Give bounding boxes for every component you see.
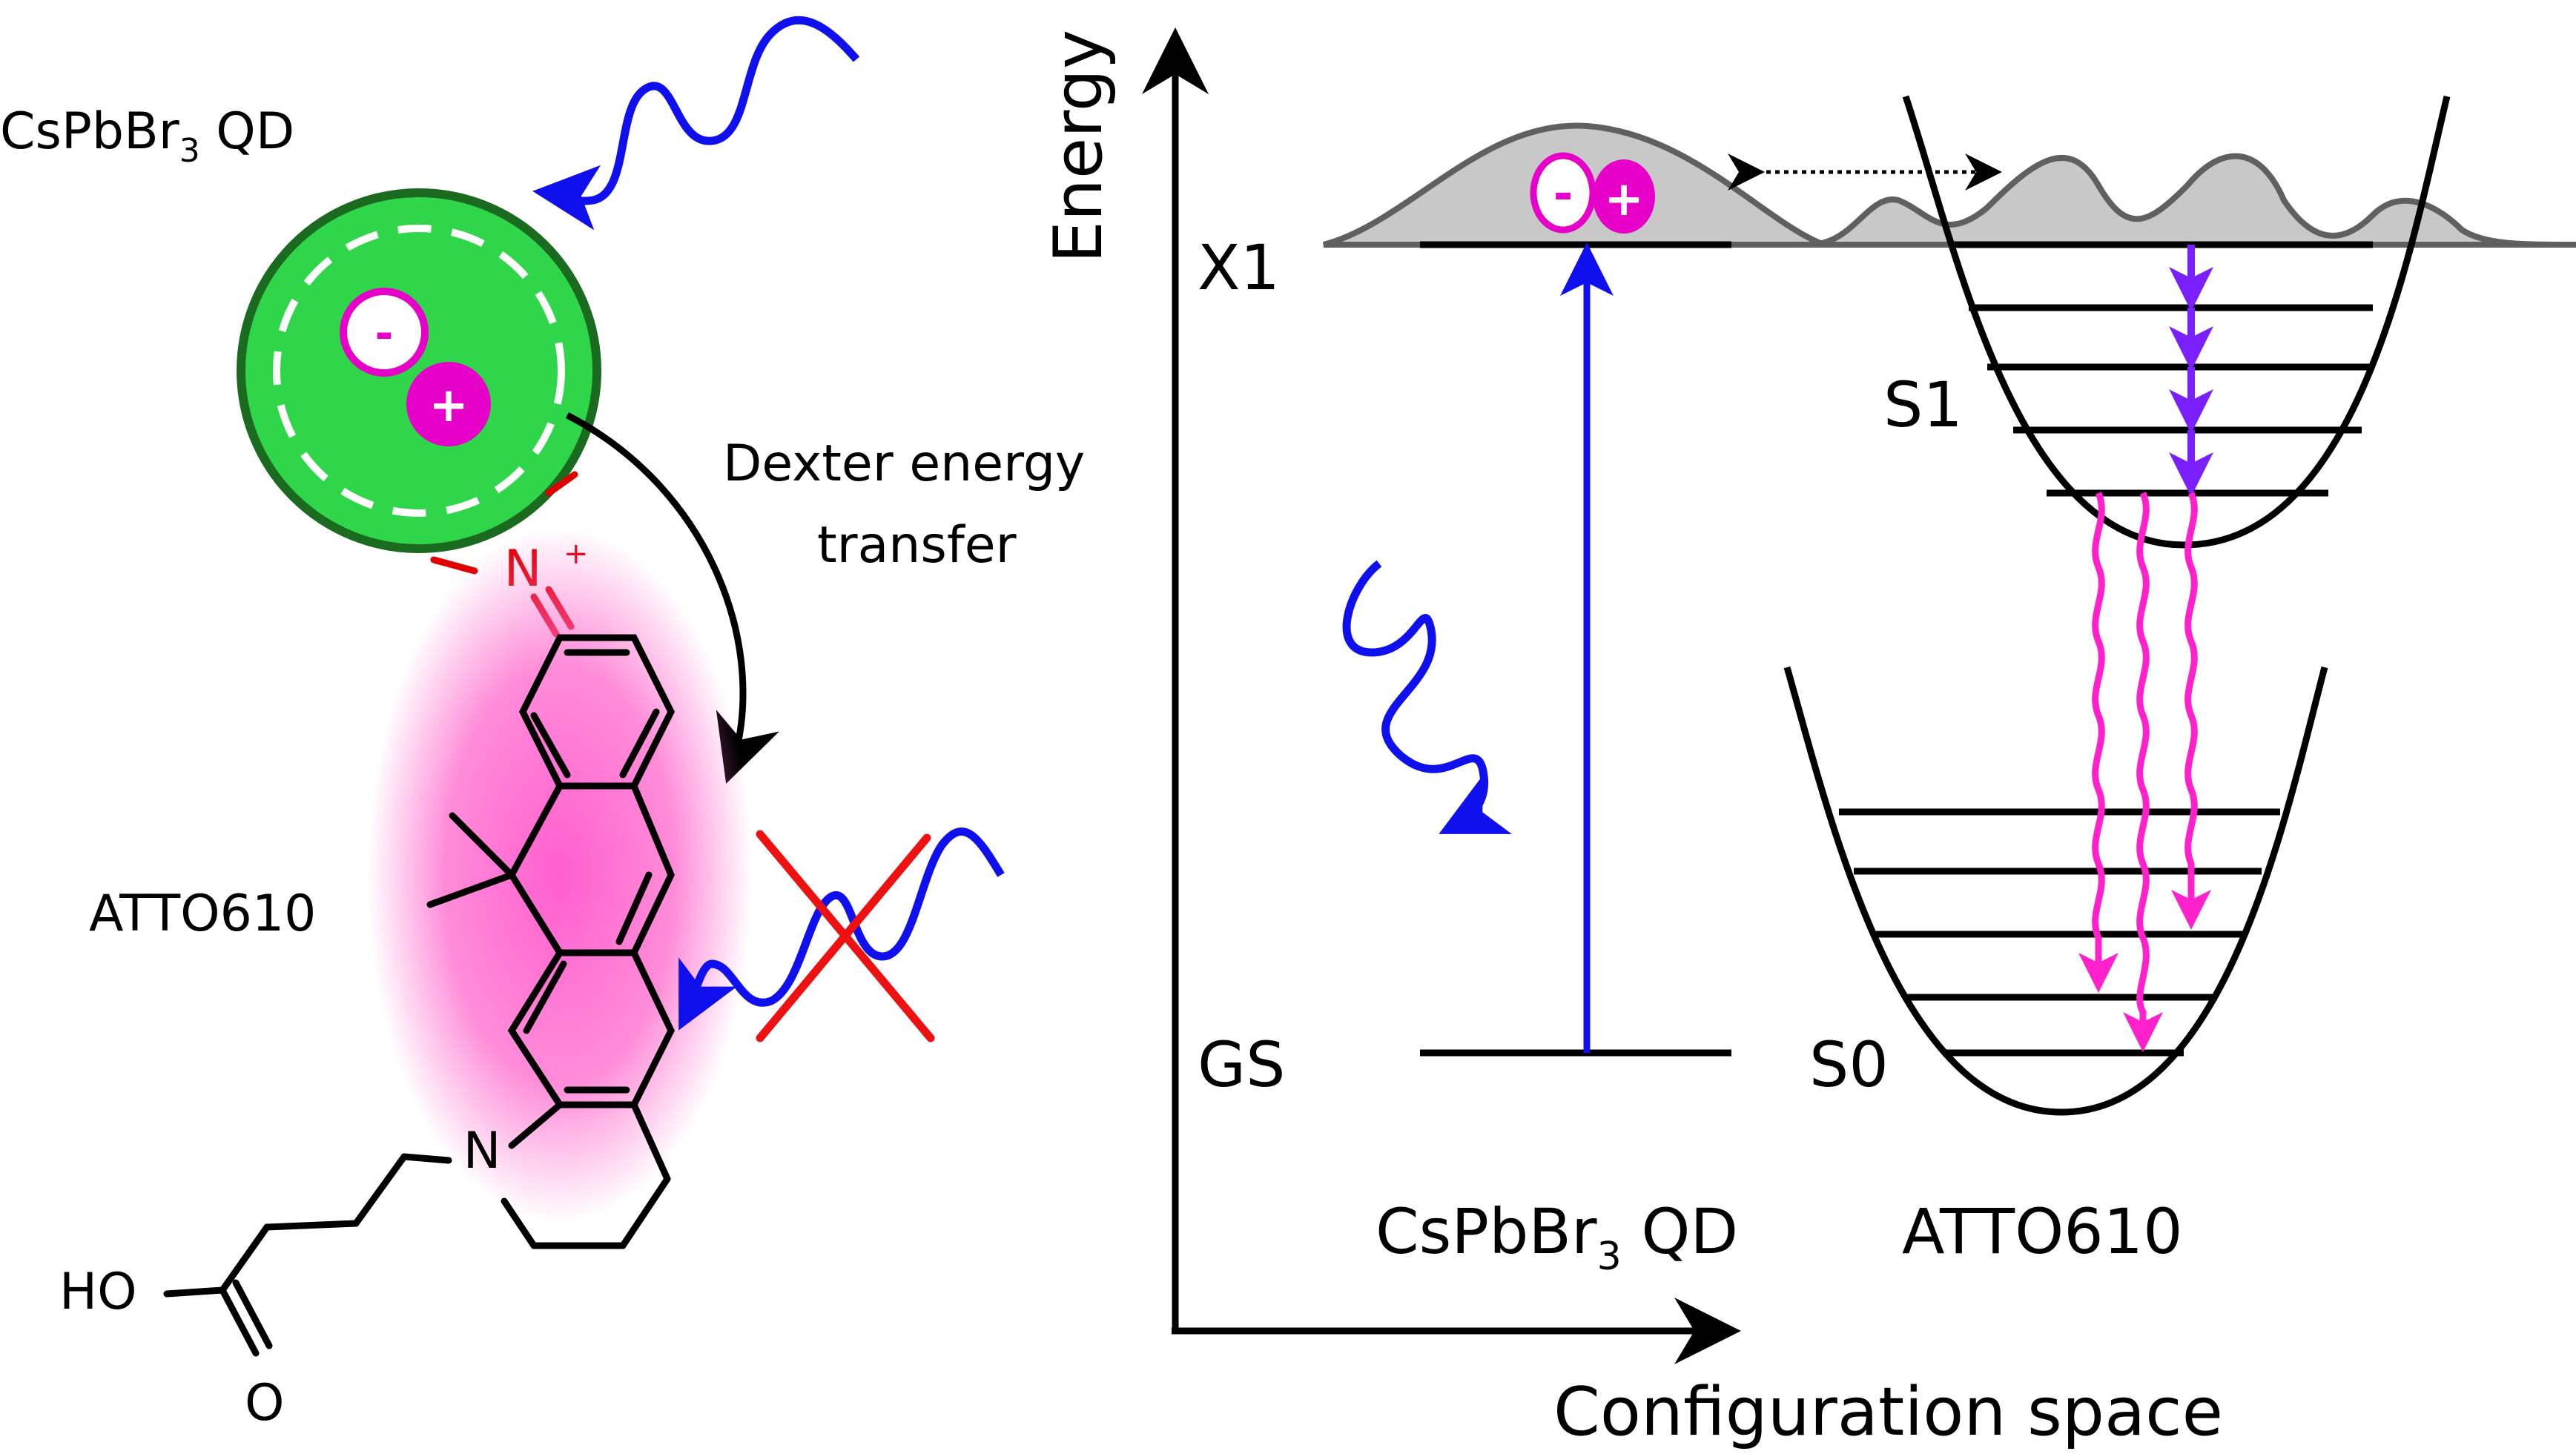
electron-icon: - (340, 288, 429, 377)
exciton-icon: - + (1530, 152, 1655, 234)
dexter-label-line1: Dexter energy (723, 434, 1085, 493)
x1-label: X1 (1198, 231, 1280, 304)
svg-text:-: - (1553, 167, 1573, 222)
dexter-label-line2: transfer (817, 516, 1017, 575)
bottom-atto-label: ATTO610 (1902, 1195, 2183, 1268)
carbonyl-oxygen-label: O (245, 1374, 285, 1432)
incident-photon-energy (1342, 560, 1512, 834)
dye-absorption-spectrum (1809, 153, 2576, 248)
incident-photon-qd (532, 16, 860, 231)
quantum-dot: - + (237, 188, 601, 553)
s1-label: S1 (1883, 369, 1963, 441)
s0-potential-well (1783, 666, 2328, 1116)
s0-vibrational-levels (1839, 808, 2280, 1057)
gs-label: GS (1198, 1028, 1285, 1101)
ring-nitrogen-label: N (463, 1122, 501, 1180)
bottom-qd-label: CsPbBr3 QD (1375, 1195, 1738, 1279)
s1-potential-well (1902, 95, 2451, 549)
blocked-cross-icon (756, 830, 935, 1042)
atto610-label-left: ATTO610 (89, 885, 316, 943)
hole-icon: + (406, 362, 491, 446)
blocked-photon (678, 827, 1005, 1031)
emission-glow (367, 526, 753, 1223)
svg-text:+: + (1604, 172, 1644, 227)
configuration-axis-label: Configuration space (1553, 1373, 2223, 1450)
hydroxyl-label: HO (59, 1263, 137, 1321)
svg-text:-: - (375, 308, 394, 360)
energy-axis-label: Energy (1040, 30, 1117, 263)
s0-label: S0 (1809, 1028, 1889, 1101)
dexter-transfer-arrow (565, 412, 779, 784)
svg-text:+: + (429, 378, 469, 433)
s1-vibrational-levels (1950, 241, 2373, 497)
fluorescence-arrows (2078, 492, 2211, 1052)
atto610-molecule (163, 634, 676, 1357)
qd-title: CsPbBr3 QD (0, 102, 294, 170)
